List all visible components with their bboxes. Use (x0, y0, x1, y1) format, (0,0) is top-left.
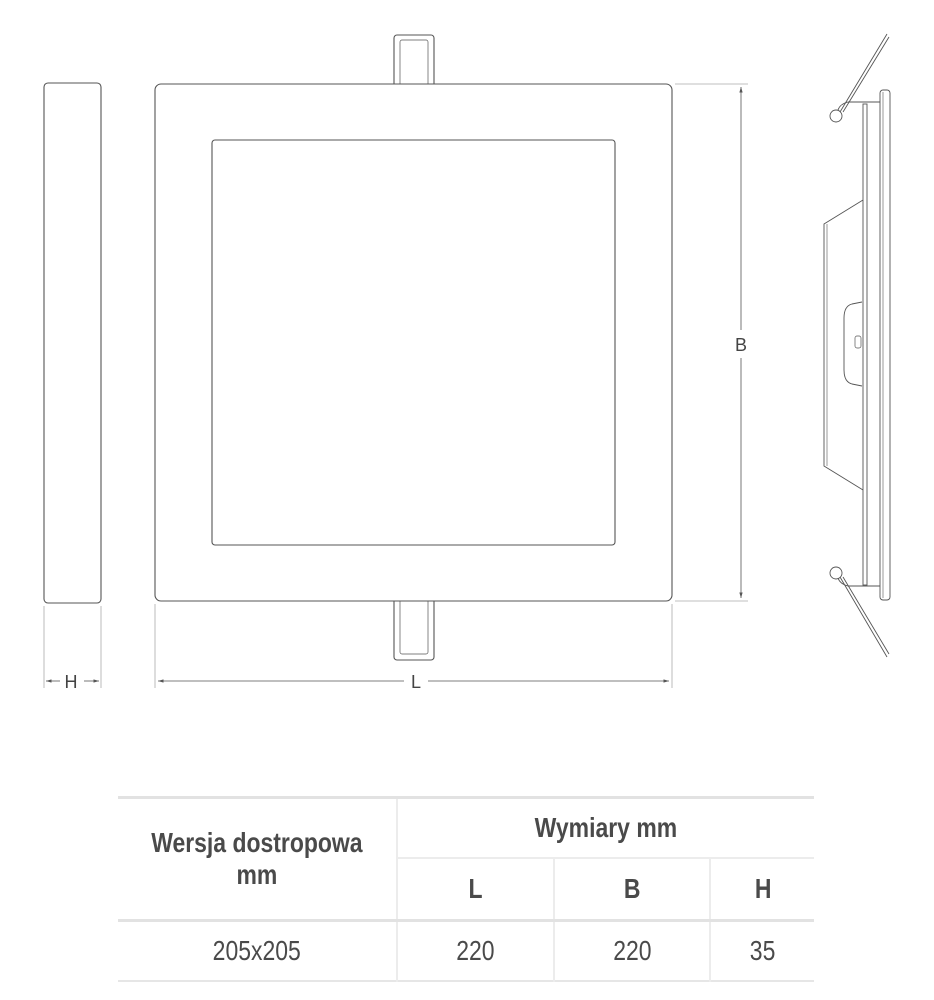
dim-label-l: L (411, 672, 421, 692)
technical-drawing: H L B (43, 33, 891, 692)
header-l: L (396, 857, 554, 921)
header-b: B (552, 857, 711, 921)
cell-h: 35 (709, 919, 814, 981)
cell-version: 205x205 (118, 919, 397, 981)
header-h: H (709, 857, 814, 921)
side-view-left (43, 82, 102, 688)
dim-label-h: H (65, 672, 78, 692)
dim-label-b: B (735, 335, 747, 355)
header-version-line1: Wersja dostropowa (151, 827, 363, 858)
dimensions-table: Wersja dostropowa mm Wymiary mm L B H 20… (118, 796, 814, 982)
cell-l: 220 (396, 919, 554, 981)
table-row: 205x205 220 220 35 (118, 919, 814, 981)
front-view (154, 34, 748, 688)
cell-b: 220 (552, 919, 711, 981)
header-dimensions: Wymiary mm (396, 797, 814, 858)
header-version: Wersja dostropowa mm (118, 798, 397, 921)
side-view-right (823, 33, 891, 658)
header-version-line2: mm (236, 859, 278, 890)
